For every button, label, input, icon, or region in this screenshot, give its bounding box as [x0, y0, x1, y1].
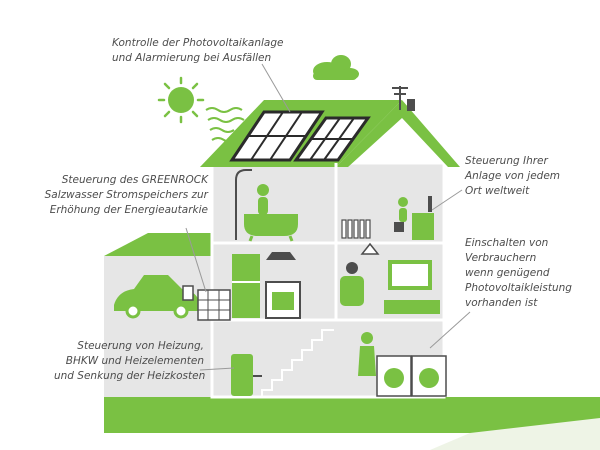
storage-battery-icon: [197, 289, 231, 321]
antenna-icon: [392, 86, 415, 111]
callout-line: wenn genügend: [465, 267, 550, 279]
callout-line: Kontrolle der Photovoltaikanlage: [112, 37, 284, 49]
callout-line: und Senkung der Heizkosten: [54, 370, 206, 382]
callout-line: Anlage von jedem: [465, 170, 561, 182]
sun-icon: [157, 76, 205, 124]
callout-line: BHKW und Heizelementen: [65, 355, 204, 367]
callout-line: Ort weltweit: [465, 185, 530, 197]
sun-rays: [205, 107, 245, 143]
radiator-icon: [341, 219, 371, 239]
callout-consumers: Einschalten von Verbrauchern wenn genüge…: [465, 236, 572, 311]
solar-panel-icon: [229, 110, 371, 162]
person-icon: [257, 184, 269, 215]
tv-icon: [384, 260, 440, 314]
lamp-icon: [360, 242, 380, 255]
washing-machine-icon: [376, 355, 447, 397]
stairs: [261, 329, 334, 398]
cloud-icon: [313, 55, 359, 80]
laptop-icon: [412, 196, 434, 240]
roof-gable: [336, 100, 460, 167]
callout-line: Photovoltaikleistung: [465, 282, 572, 294]
callout-heating: Steuerung von Heizung, BHKW und Heizelem…: [54, 339, 206, 384]
callout-line: Verbrauchern: [465, 252, 537, 264]
callout-line: Steuerung des GREENROCK: [61, 174, 208, 186]
boiler-icon: [231, 354, 262, 396]
callout-lines: [185, 63, 471, 371]
laundry-person: [358, 332, 376, 376]
callout-line: und Alarmierung bei Ausfällen: [112, 52, 272, 64]
kitchen: [232, 252, 301, 319]
callout-line: Salzwasser Stromspeichers zur: [44, 189, 208, 201]
callout-line: Steuerung Ihrer: [465, 155, 548, 167]
armchair-person: [340, 262, 364, 306]
ground-shadow: [430, 418, 600, 450]
shower-icon: [235, 169, 252, 240]
car-icon: [114, 275, 200, 319]
callout-line: Steuerung von Heizung,: [77, 340, 204, 352]
bathtub-icon: [244, 214, 298, 242]
callout-line: vorhanden ist: [465, 297, 538, 309]
charger-icon: [182, 285, 194, 301]
callout-line: Erhöhung der Energieautarkie: [49, 204, 208, 216]
ground: [104, 397, 600, 433]
office-person: [394, 197, 408, 232]
callout-monitoring: Kontrolle der Photovoltaikanlage und Ala…: [112, 36, 283, 66]
callout-line: Einschalten von: [465, 237, 549, 249]
callout-remote: Steuerung Ihrer Anlage von jedem Ort wel…: [465, 154, 560, 199]
callout-storage: Steuerung des GREENROCK Salzwasser Strom…: [36, 173, 208, 218]
